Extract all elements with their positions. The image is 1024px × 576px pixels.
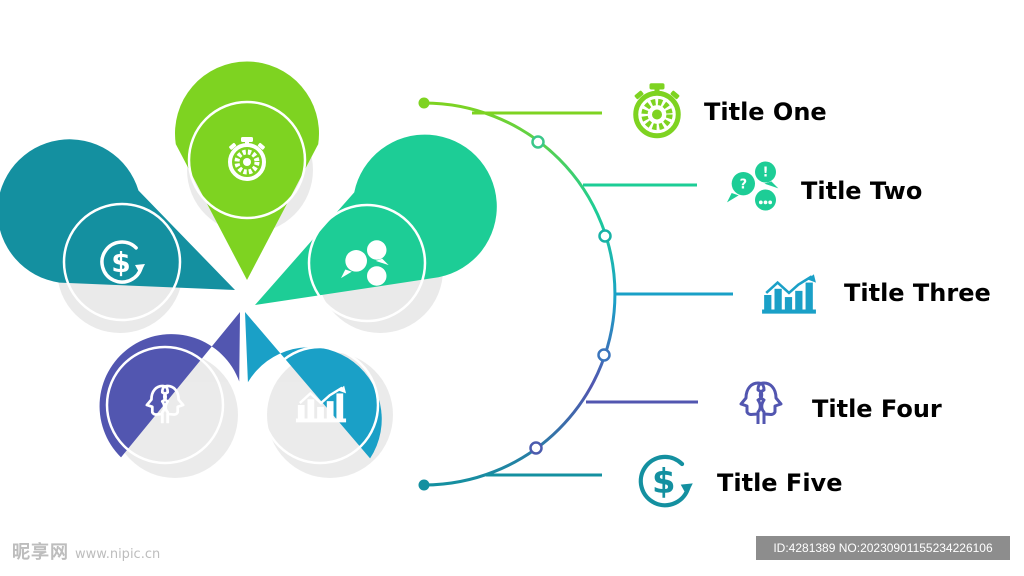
petal-title-four <box>99 312 240 465</box>
dollar-cycle-icon <box>641 457 693 505</box>
watermark-brand: 昵享网 www.nipic.cn <box>12 538 160 564</box>
title-four-label: Title Four <box>812 395 942 423</box>
petal-title-three <box>245 312 382 465</box>
watermark-site: www.nipic.cn <box>75 547 161 562</box>
title-three-label: Title Three <box>844 279 991 307</box>
petal-diagram <box>0 61 497 478</box>
petal-title-two <box>255 134 497 323</box>
chat-bubbles-icon <box>727 161 779 211</box>
connector-arc <box>418 97 733 491</box>
watermark-brand-text: 昵享网 <box>12 542 69 563</box>
title-two-label: Title Two <box>801 177 923 205</box>
two-heads-icon <box>739 381 783 426</box>
stopwatch-icon <box>634 83 680 136</box>
image-id-bar: ID:4281389 NO:20230901155234226106 <box>756 536 1010 560</box>
petal-title-one <box>175 61 319 281</box>
title-five-label: Title Five <box>717 469 843 497</box>
bar-chart-icon <box>760 274 818 315</box>
title-one-label: Title One <box>704 98 827 126</box>
petal-title-five <box>0 139 235 322</box>
